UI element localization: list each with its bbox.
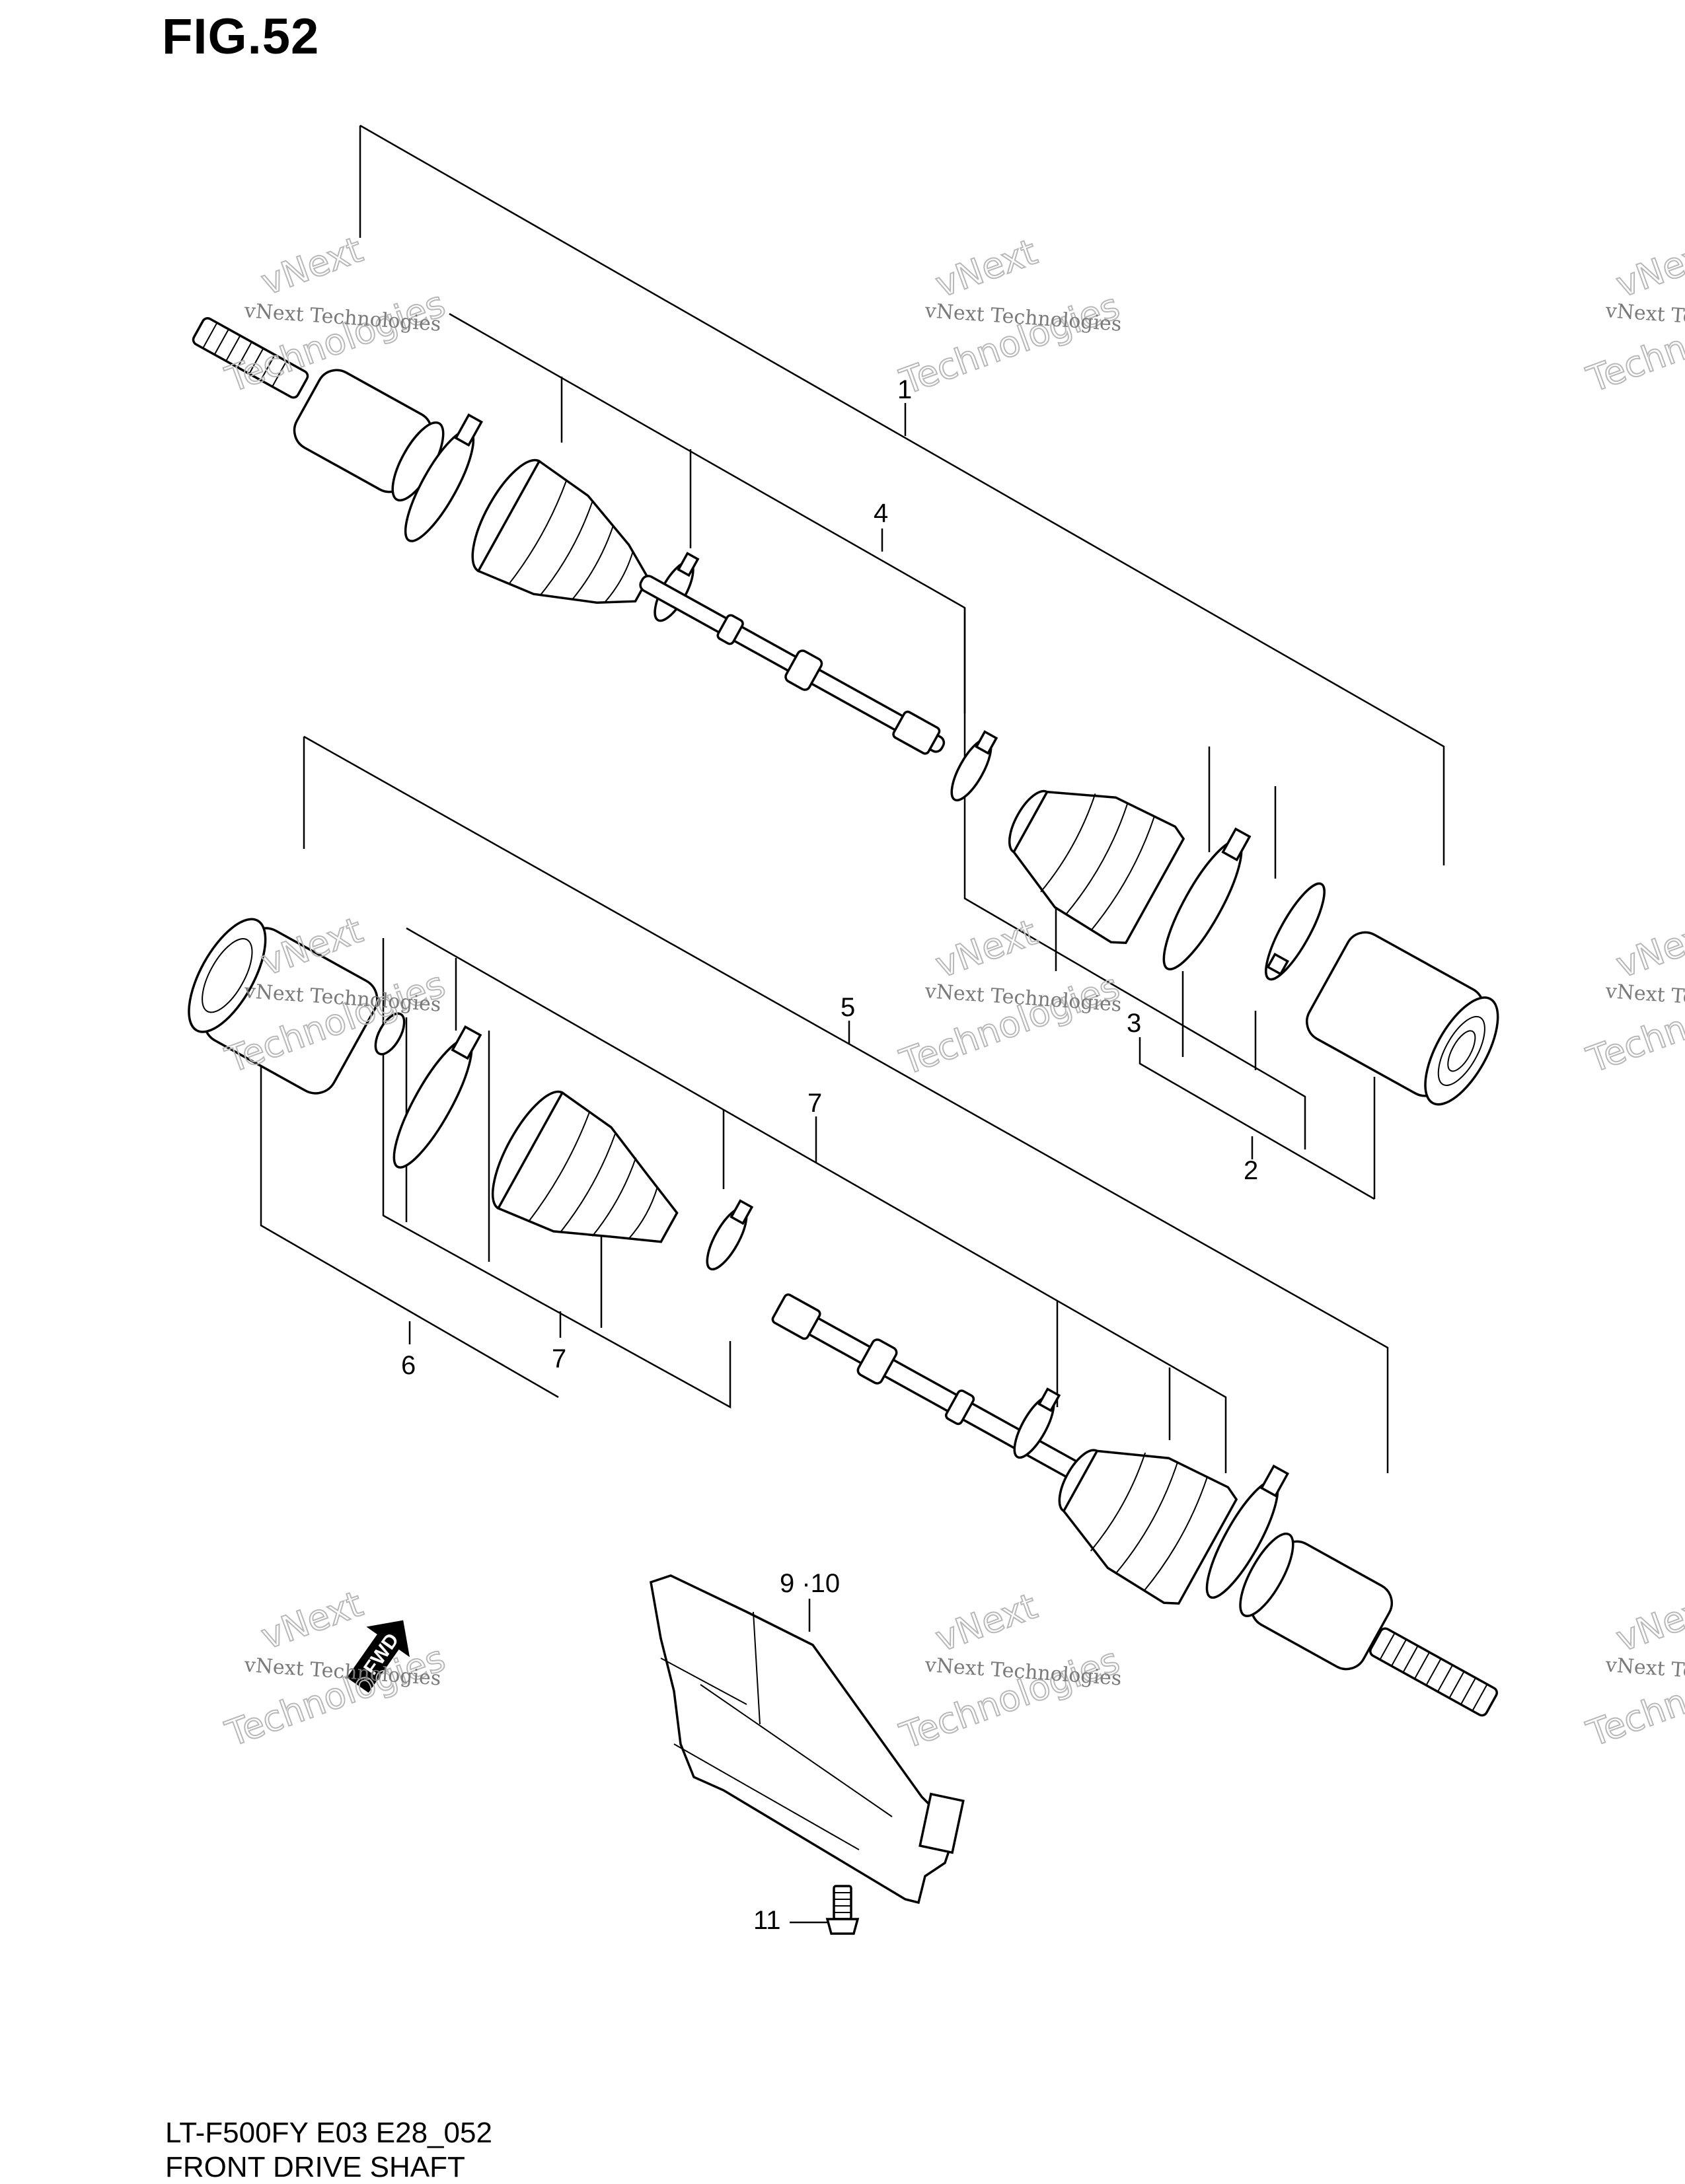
callout-2: 2 bbox=[1244, 1156, 1258, 1185]
watermark-4: vNext Technologies vNext Technologies bbox=[894, 910, 1125, 1083]
model-code: LT-F500FY E03 E28_052 bbox=[165, 2117, 492, 2149]
upper-circlip bbox=[1265, 882, 1326, 981]
lower-inner-cv-housing bbox=[188, 918, 379, 1095]
callout-4: 4 bbox=[874, 499, 888, 528]
callout-5: 5 bbox=[841, 993, 855, 1022]
upper-spline-stub bbox=[192, 317, 309, 399]
callout-6: 6 bbox=[401, 1351, 416, 1380]
watermark-7-edge: vNext Technologies vNext Technologies bbox=[1581, 230, 1685, 401]
lower-outer-boot bbox=[1058, 1449, 1238, 1605]
watermark-7-line2: vNext bbox=[1611, 231, 1685, 305]
upper-outer-boot bbox=[471, 458, 650, 604]
watermark-2-line2: vNext bbox=[930, 231, 1043, 305]
figure-title: FIG.52 bbox=[162, 9, 320, 65]
lower-drive-shaft-assembly bbox=[188, 918, 1499, 1717]
leader-line-1b bbox=[359, 124, 1445, 865]
leader-line-6 bbox=[260, 1044, 559, 1399]
upper-boot-band-3 bbox=[950, 730, 998, 802]
leader-lines bbox=[260, 124, 1445, 1924]
callout-11: 11 bbox=[753, 1906, 781, 1935]
lower-inner-boot bbox=[491, 1090, 679, 1243]
watermark-8-edge: vNext Technologies vNext Technologies bbox=[1581, 910, 1685, 1081]
bolt bbox=[825, 1885, 860, 1935]
upper-boot-band-4 bbox=[1162, 827, 1252, 970]
lower-boot-band-3 bbox=[1013, 1387, 1061, 1459]
watermark-2: vNext Technologies vNext Technologies bbox=[894, 230, 1125, 403]
callout-9-10: 9 ·10 bbox=[780, 1569, 840, 1598]
watermark-6-line2: vNext bbox=[930, 1585, 1043, 1659]
upper-inner-cv-housing bbox=[1306, 931, 1499, 1106]
watermark-9-line2: vNext bbox=[1611, 1585, 1685, 1659]
watermark-1-line2: vNext bbox=[256, 229, 368, 303]
leader-line-5b bbox=[303, 735, 1389, 1473]
section-name: FRONT DRIVE SHAFT bbox=[165, 2151, 465, 2183]
leader-line-7 bbox=[382, 938, 731, 1409]
lower-boot-band-2 bbox=[706, 1199, 754, 1271]
upper-inner-boot bbox=[1008, 789, 1185, 944]
callout-labels: 1 4 5 3 7 2 7 6 9 ·10 11 bbox=[401, 375, 1258, 1935]
drive-shaft-guard-plate bbox=[650, 1574, 965, 1905]
lower-spline-stub bbox=[1369, 1627, 1499, 1717]
watermark-4-line2: vNext bbox=[930, 911, 1043, 986]
watermark-5-line2: vNext bbox=[256, 1583, 368, 1657]
upper-outer-cv-housing bbox=[293, 369, 445, 502]
lower-circlip bbox=[374, 1012, 406, 1056]
watermark-6: vNext Technologies vNext Technologies bbox=[894, 1584, 1125, 1757]
lower-shaft bbox=[771, 1293, 1083, 1480]
upper-boot-band-1 bbox=[404, 413, 484, 542]
watermark-8-line2: vNext bbox=[1611, 911, 1685, 986]
leader-line-4 bbox=[449, 312, 1306, 1149]
leader-line-3 bbox=[1139, 1037, 1375, 1200]
lower-boot-band-4 bbox=[1205, 1464, 1290, 1599]
watermark-9-edge: vNext Technologies vNext Technologies bbox=[1581, 1584, 1685, 1755]
lower-boot-band-1 bbox=[393, 1025, 482, 1169]
upper-drive-shaft-assembly bbox=[192, 317, 1499, 1106]
callout-7: 7 bbox=[552, 1344, 566, 1373]
callout-3: 3 bbox=[1127, 1009, 1141, 1038]
callout-8: 7 bbox=[807, 1089, 822, 1118]
upper-shaft bbox=[639, 575, 946, 755]
lower-outer-cv-housing bbox=[1239, 1532, 1393, 1671]
callout-1: 1 bbox=[897, 375, 912, 404]
leader-line-8 bbox=[406, 927, 1227, 1473]
watermark-5: vNext Technologies vNext Technologies bbox=[219, 1582, 451, 1755]
